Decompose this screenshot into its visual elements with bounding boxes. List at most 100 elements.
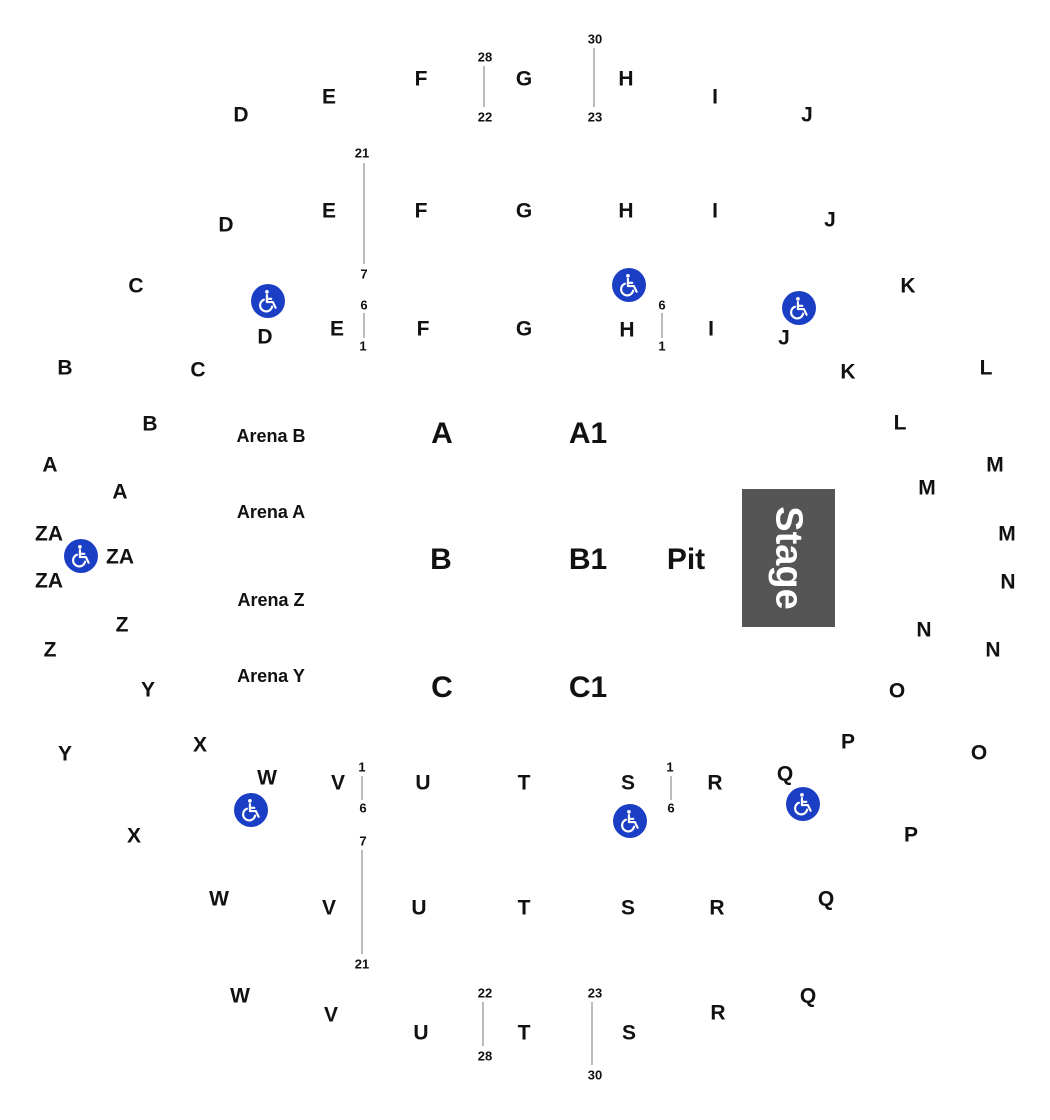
section-label-w[interactable]: W [230,984,250,1008]
section-label-t[interactable]: T [517,896,531,920]
section-label-v[interactable]: V [330,771,346,795]
seat-range-divider [670,776,672,800]
section-label-b1[interactable]: B1 [568,543,608,576]
section-label-za[interactable]: ZA [106,545,134,569]
section-label-g[interactable]: G [515,199,533,223]
section-label-d[interactable]: D [257,325,273,349]
section-label-e[interactable]: E [329,317,345,341]
section-label-u[interactable]: U [411,896,427,920]
seat-number-label: 1 [359,338,367,354]
section-label-c[interactable]: C [128,274,144,298]
section-label-e[interactable]: E [321,85,337,109]
seat-range-divider [363,313,365,338]
wheelchair-icon[interactable] [613,804,647,838]
seat-number-label: 1 [658,338,666,354]
section-label-za[interactable]: ZA [35,569,63,593]
seat-number-label: 28 [477,49,493,65]
section-label-j[interactable]: J [801,103,813,127]
section-label-a[interactable]: A [112,480,128,504]
section-label-m[interactable]: M [998,522,1016,546]
section-label-a[interactable]: A [42,453,58,477]
section-label-v[interactable]: V [323,1003,339,1027]
section-label-w[interactable]: W [209,887,229,911]
section-label-pit[interactable]: Pit [666,543,706,576]
seat-number-label: 1 [666,759,674,775]
section-label-n[interactable]: N [985,638,1001,662]
section-label-u[interactable]: U [413,1021,429,1045]
section-label-s[interactable]: S [620,771,636,795]
section-label-t[interactable]: T [517,1021,531,1045]
section-label-q[interactable]: Q [799,984,817,1008]
section-label-m[interactable]: M [918,476,936,500]
section-label-a1[interactable]: A1 [568,417,608,450]
section-label-d[interactable]: D [218,213,234,237]
section-label-i[interactable]: I [712,199,718,223]
section-label-h[interactable]: H [618,67,634,91]
section-label-n[interactable]: N [1000,570,1016,594]
section-label-c[interactable]: C [190,358,206,382]
stage[interactable]: Stage [742,489,835,627]
section-label-r[interactable]: R [707,771,723,795]
seat-number-label: 6 [658,297,666,313]
section-label-k[interactable]: K [840,360,856,384]
section-label-x[interactable]: X [126,824,142,848]
section-label-i[interactable]: I [708,317,714,341]
section-label-j[interactable]: J [778,326,790,350]
section-label-l[interactable]: L [893,411,907,435]
section-label-r[interactable]: R [710,1001,726,1025]
section-label-y[interactable]: Y [140,678,156,702]
section-label-h[interactable]: H [619,318,635,342]
section-label-f[interactable]: F [414,199,428,223]
section-label-o[interactable]: O [888,679,906,703]
arena-section-label-arena-a[interactable]: Arena A [236,502,306,522]
seat-number-label: 30 [587,1067,603,1083]
wheelchair-icon[interactable] [782,291,816,325]
seat-number-label: 6 [360,297,368,313]
section-label-d[interactable]: D [233,103,249,127]
section-label-c[interactable]: C [431,671,453,704]
section-label-r[interactable]: R [709,896,725,920]
section-label-z[interactable]: Z [43,638,57,662]
section-label-e[interactable]: E [321,199,337,223]
section-label-p[interactable]: P [903,823,919,847]
section-label-p[interactable]: P [840,730,856,754]
section-label-y[interactable]: Y [57,742,73,766]
section-label-l[interactable]: L [979,356,993,380]
section-label-s[interactable]: S [620,896,636,920]
section-label-j[interactable]: J [824,208,836,232]
section-label-a[interactable]: A [431,417,453,450]
section-label-b[interactable]: B [142,412,158,436]
section-label-c1[interactable]: C1 [568,671,608,704]
section-label-m[interactable]: M [986,453,1004,477]
section-label-i[interactable]: I [712,85,718,109]
section-label-b[interactable]: B [57,356,73,380]
section-label-q[interactable]: Q [776,762,794,786]
section-label-k[interactable]: K [900,274,916,298]
section-label-o[interactable]: O [970,741,988,765]
section-label-g[interactable]: G [515,317,533,341]
arena-section-label-arena-y[interactable]: Arena Y [237,666,305,686]
section-label-h[interactable]: H [618,199,634,223]
section-label-w[interactable]: W [257,766,277,790]
wheelchair-icon[interactable] [786,787,820,821]
section-label-t[interactable]: T [517,771,531,795]
arena-section-label-arena-b[interactable]: Arena B [236,426,306,446]
section-label-x[interactable]: X [192,733,208,757]
wheelchair-icon[interactable] [234,793,268,827]
section-label-n[interactable]: N [916,618,932,642]
wheelchair-icon[interactable] [64,539,98,573]
section-label-f[interactable]: F [416,317,430,341]
section-label-b[interactable]: B [430,543,452,576]
section-label-z[interactable]: Z [115,613,129,637]
wheelchair-icon[interactable] [612,268,646,302]
section-label-u[interactable]: U [415,771,431,795]
section-label-za[interactable]: ZA [35,522,63,546]
stage-label: Stage [767,506,810,610]
arena-section-label-arena-z[interactable]: Arena Z [237,590,305,610]
section-label-g[interactable]: G [515,67,533,91]
section-label-f[interactable]: F [414,67,428,91]
section-label-q[interactable]: Q [817,887,835,911]
section-label-v[interactable]: V [321,896,337,920]
section-label-s[interactable]: S [621,1021,637,1045]
wheelchair-icon[interactable] [251,284,285,318]
